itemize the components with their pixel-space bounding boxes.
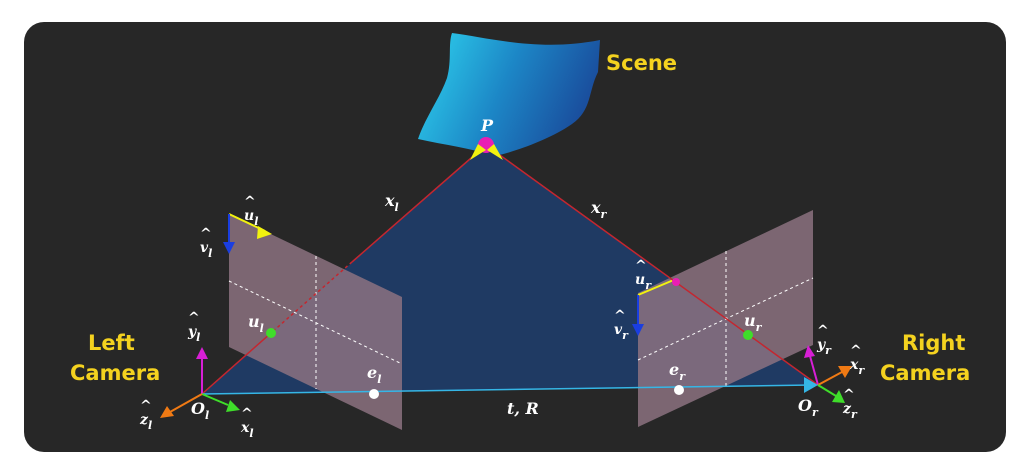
left-y-arrow: [196, 347, 208, 359]
u-hat-left-label: ^ ul: [244, 194, 258, 228]
svg-text:^: ^: [241, 406, 253, 422]
right-epipole: [674, 385, 684, 395]
y-hat-right-label: ^ yr: [816, 323, 832, 357]
right-x-arrow: [838, 366, 852, 378]
left-z-arrow: [160, 406, 174, 418]
p-left-arrow: [470, 144, 486, 160]
left-image-plane-grid: [228, 256, 403, 389]
right-z-arrow: [832, 390, 845, 403]
left-x-arrow: [226, 400, 240, 412]
svg-text:^: ^: [843, 387, 855, 403]
svg-text:vl: vl: [200, 240, 212, 260]
left-image-point: [266, 328, 276, 338]
e-right-label: er: [669, 360, 686, 383]
right-image-point: [743, 330, 753, 340]
x-hat-right-label: ^ xr: [849, 343, 865, 377]
left-ray-to-origin: [201, 332, 272, 395]
right-camera-axes: [804, 345, 852, 403]
svg-text:yr: yr: [816, 337, 832, 357]
svg-text:^: ^: [188, 310, 200, 326]
svg-text:ur: ur: [635, 272, 652, 292]
baseline-label: t, R: [507, 399, 539, 418]
ray-left-label: xl: [384, 191, 399, 214]
svg-text:^: ^: [200, 226, 212, 242]
right-v-hat-arrow: [632, 324, 644, 336]
svg-text:yl: yl: [187, 324, 200, 344]
svg-text:^: ^: [817, 323, 829, 339]
svg-text:xl: xl: [240, 420, 254, 440]
z-hat-right-label: ^ zr: [842, 387, 858, 421]
right-camera-label-line1: Right: [902, 331, 965, 355]
ray-right-label: xr: [590, 198, 608, 221]
left-v-hat-arrow: [223, 242, 235, 254]
scene-label: Scene: [606, 51, 677, 75]
right-ray: [485, 144, 819, 386]
right-plane-top-point: [672, 278, 680, 286]
v-hat-right-label: ^ vr: [614, 308, 629, 342]
o-left-label: Ol: [191, 399, 209, 422]
left-camera-axes: [160, 347, 240, 418]
right-plane-top-edge: [637, 278, 677, 296]
z-hat-left-label: ^ zl: [139, 398, 152, 432]
svg-text:^: ^: [850, 343, 862, 359]
v-hat-left-label: ^ vl: [200, 226, 212, 260]
scene-surface: [418, 33, 600, 156]
left-camera-label-line1: Left: [88, 331, 135, 355]
p-right-arrow: [487, 144, 503, 160]
left-camera-label-line2: Camera: [70, 361, 160, 385]
y-hat-left-label: ^ yl: [187, 310, 200, 344]
svg-text:xr: xr: [849, 357, 865, 377]
x-hat-left-label: ^ xl: [240, 406, 254, 440]
svg-text:zl: zl: [139, 412, 152, 432]
svg-text:^: ^: [635, 258, 647, 274]
point-p-label: P: [480, 116, 494, 135]
svg-text:^: ^: [244, 194, 256, 210]
svg-text:^: ^: [140, 398, 152, 414]
right-camera-label-line2: Camera: [880, 361, 970, 385]
svg-text:^: ^: [614, 308, 626, 324]
svg-text:ul: ul: [244, 208, 258, 228]
svg-text:zr: zr: [842, 401, 858, 421]
u-hat-right-label: ^ ur: [635, 258, 652, 292]
u-right-label: ur: [744, 311, 763, 334]
left-epipole: [369, 389, 379, 399]
left-ray-solid: [351, 144, 487, 263]
o-right-label: Or: [798, 396, 819, 419]
left-u-hat-arrow: [257, 226, 272, 239]
u-left-label: ul: [248, 312, 264, 335]
right-optical-center-arrow: [804, 377, 818, 393]
right-y-arrow: [804, 345, 815, 358]
e-left-label: el: [367, 363, 381, 386]
baseline-line: [201, 384, 813, 395]
svg-text:vr: vr: [614, 322, 629, 342]
